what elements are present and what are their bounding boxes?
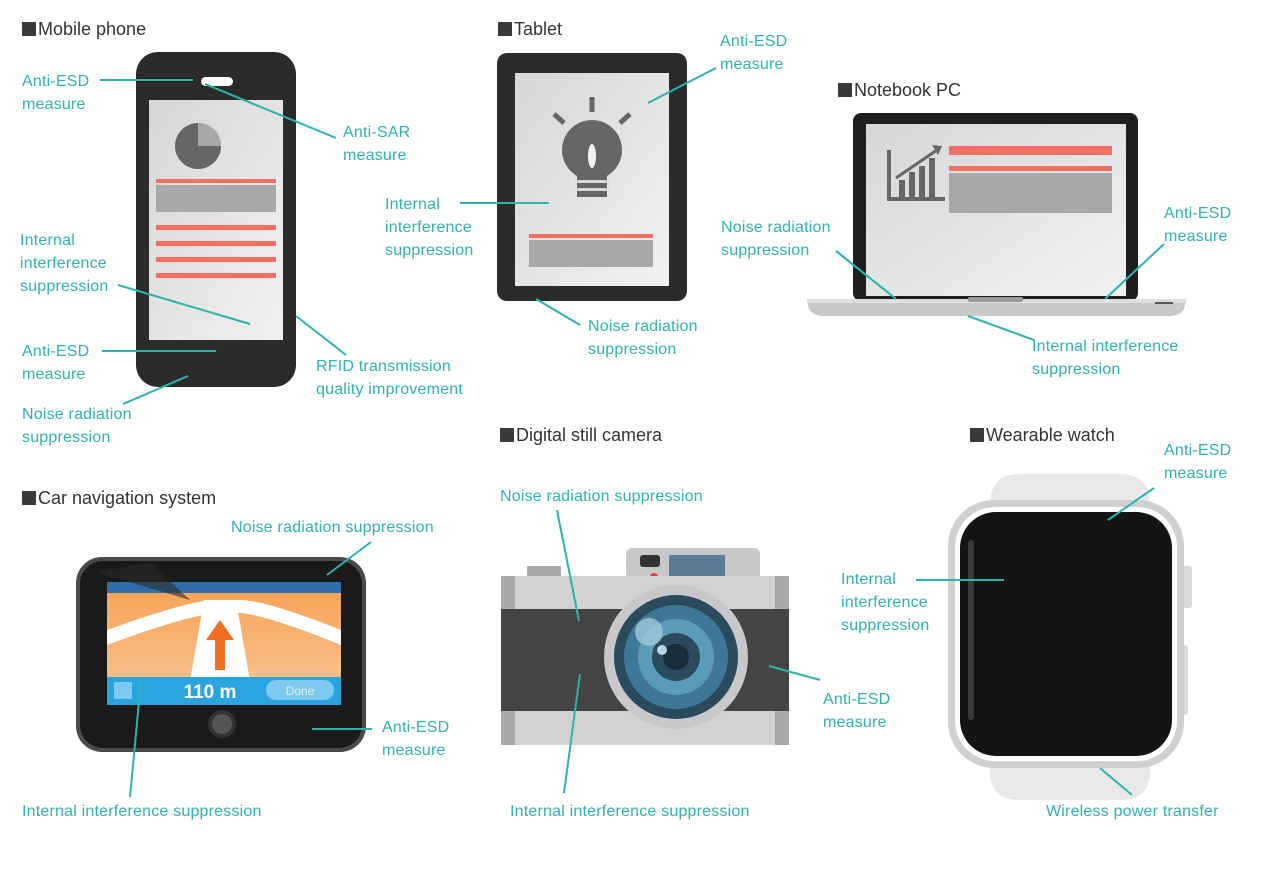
- section-title-text: Mobile phone: [38, 19, 147, 39]
- nav-done-button-text: Done: [286, 684, 315, 698]
- label-internal-interference-suppression: Internal interference suppression: [22, 803, 262, 820]
- square-bullet-icon: [498, 22, 512, 36]
- label-internal-interference-suppression: Internal interference suppression: [841, 571, 930, 634]
- section-title-digital-camera: Digital still camera: [500, 424, 662, 446]
- label-internal-interference-suppression: Internal interference suppression: [1032, 338, 1179, 378]
- square-bullet-icon: [22, 22, 36, 36]
- section-title-text: Wearable watch: [986, 425, 1115, 445]
- leader-lines: [100, 67, 1165, 798]
- label-rfid-transmission-quality-improvement: RFID transmission quality improvement: [316, 358, 463, 398]
- digital-camera-illustration: [501, 548, 789, 745]
- section-title-text: Digital still camera: [516, 425, 663, 445]
- label-internal-interference-suppression: Internal interference suppression: [385, 196, 474, 259]
- section-title-wearable-watch: Wearable watch: [970, 424, 1115, 446]
- square-bullet-icon: [22, 491, 36, 505]
- label-internal-interference-suppression: Internal interference suppression: [510, 803, 750, 820]
- section-title-notebook-pc: Notebook PC: [838, 79, 961, 101]
- label-internal-interference-suppression: Internal interference suppression: [20, 232, 109, 295]
- section-title-text: Tablet: [514, 19, 563, 39]
- nav-distance-text: 110 m: [184, 682, 237, 703]
- wearable-watch-illustration: [948, 474, 1192, 800]
- label-anti-esd-measure: Anti-ESD measure: [382, 719, 450, 759]
- car-navigation-illustration: 110 m Done: [76, 557, 366, 752]
- label-noise-radiation-suppression: Noise radiation suppression: [500, 488, 703, 505]
- square-bullet-icon: [838, 83, 852, 97]
- label-noise-radiation-suppression: Noise radiation suppression: [588, 318, 698, 358]
- label-anti-esd-measure: Anti-ESD measure: [22, 343, 90, 383]
- section-title-tablet: Tablet: [498, 18, 562, 40]
- label-anti-esd-measure: Anti-ESD measure: [720, 33, 788, 73]
- notebook-pc-illustration: [807, 113, 1186, 316]
- square-bullet-icon: [970, 428, 984, 442]
- label-anti-esd-measure: Anti-ESD measure: [22, 73, 90, 113]
- label-noise-radiation-suppression: Noise radiation suppression: [22, 406, 132, 446]
- label-noise-radiation-suppression: Noise radiation suppression: [231, 519, 434, 536]
- label-noise-radiation-suppression: Noise radiation suppression: [721, 219, 831, 259]
- label-wireless-power-transfer: Wireless power transfer: [1046, 803, 1219, 820]
- section-title-text: Car navigation system: [38, 488, 217, 508]
- label-anti-esd-measure: Anti-ESD measure: [1164, 442, 1232, 482]
- section-title-text: Notebook PC: [854, 80, 962, 100]
- section-title-mobile-phone: Mobile phone: [22, 18, 146, 40]
- tablet-illustration: [497, 53, 687, 301]
- label-anti-esd-measure: Anti-ESD measure: [823, 691, 891, 731]
- section-title-car-navigation: Car navigation system: [22, 487, 216, 509]
- label-anti-sar-measure: Anti-SAR measure: [343, 124, 411, 164]
- square-bullet-icon: [500, 428, 514, 442]
- label-anti-esd-measure: Anti-ESD measure: [1164, 205, 1232, 245]
- mobile-phone-illustration: [136, 52, 296, 387]
